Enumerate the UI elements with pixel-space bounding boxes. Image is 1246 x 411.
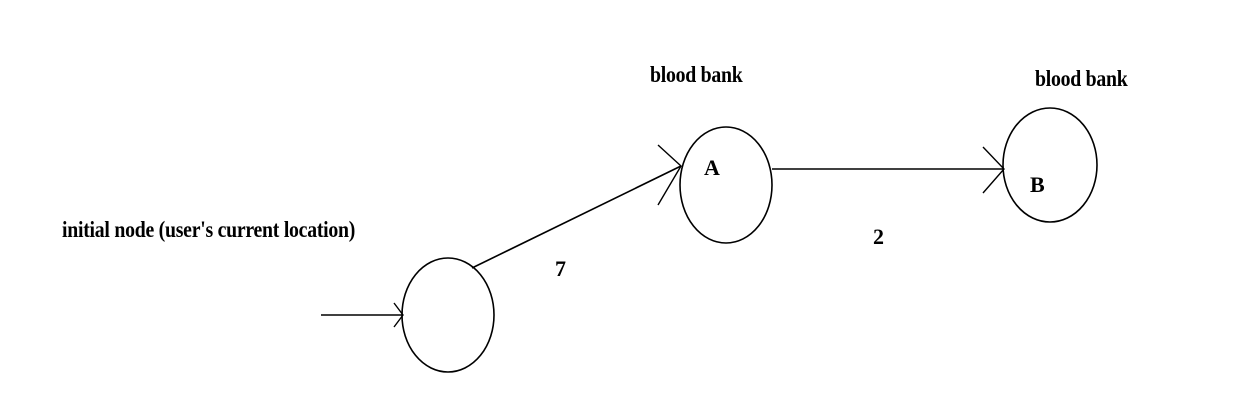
node-b-caption: blood bank bbox=[1035, 66, 1128, 91]
entry-arrow-head bbox=[393, 302, 404, 328]
edge-start-to-a bbox=[471, 165, 682, 269]
edge-start-to-a-arrowhead bbox=[657, 144, 682, 206]
node-b bbox=[1002, 107, 1098, 223]
node-a bbox=[679, 126, 773, 244]
node-b-label: B bbox=[1030, 172, 1045, 197]
start-node bbox=[401, 257, 495, 373]
start-node-caption: initial node (user's current location) bbox=[62, 217, 356, 242]
edge-a-to-b-arrowhead bbox=[982, 146, 1005, 194]
node-a-caption: blood bank bbox=[650, 62, 743, 87]
edge-a-to-b-weight: 2 bbox=[873, 224, 884, 249]
node-a-label: A bbox=[704, 155, 720, 180]
edge-start-to-a-weight: 7 bbox=[555, 256, 566, 281]
